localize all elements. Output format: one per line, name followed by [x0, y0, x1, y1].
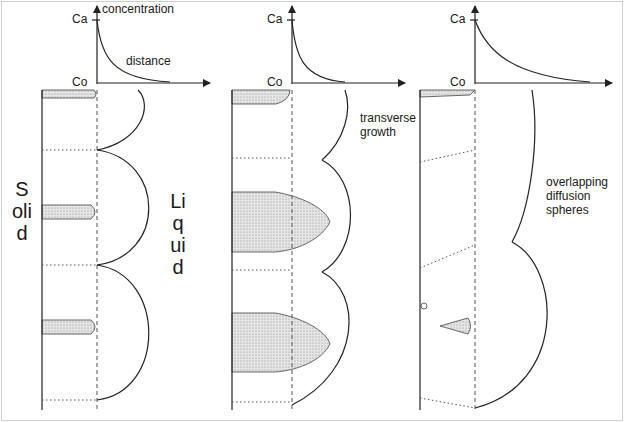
axis-value: Co	[267, 76, 282, 90]
axis-value: Co	[72, 76, 87, 90]
concentration-graphs	[92, 6, 612, 84]
axis-value: Ca	[267, 13, 282, 27]
cell-boundaries	[42, 150, 475, 408]
annotation: overlapping diffusion spheres	[546, 176, 620, 217]
small-nucleus	[421, 303, 427, 309]
axis-title: distance	[126, 55, 171, 69]
axis-value: Ca	[72, 13, 87, 27]
region-label: Solid	[12, 178, 32, 244]
diffusion-fronts	[97, 90, 547, 408]
interface-lines	[97, 90, 475, 410]
axis-value: Ca	[450, 13, 465, 27]
axis-title: concentration	[102, 3, 174, 17]
solid-fingers	[42, 90, 475, 372]
region-label: Liquid	[168, 190, 188, 278]
annotation: transverse growth	[360, 112, 432, 140]
axis-value: Co	[450, 76, 465, 90]
